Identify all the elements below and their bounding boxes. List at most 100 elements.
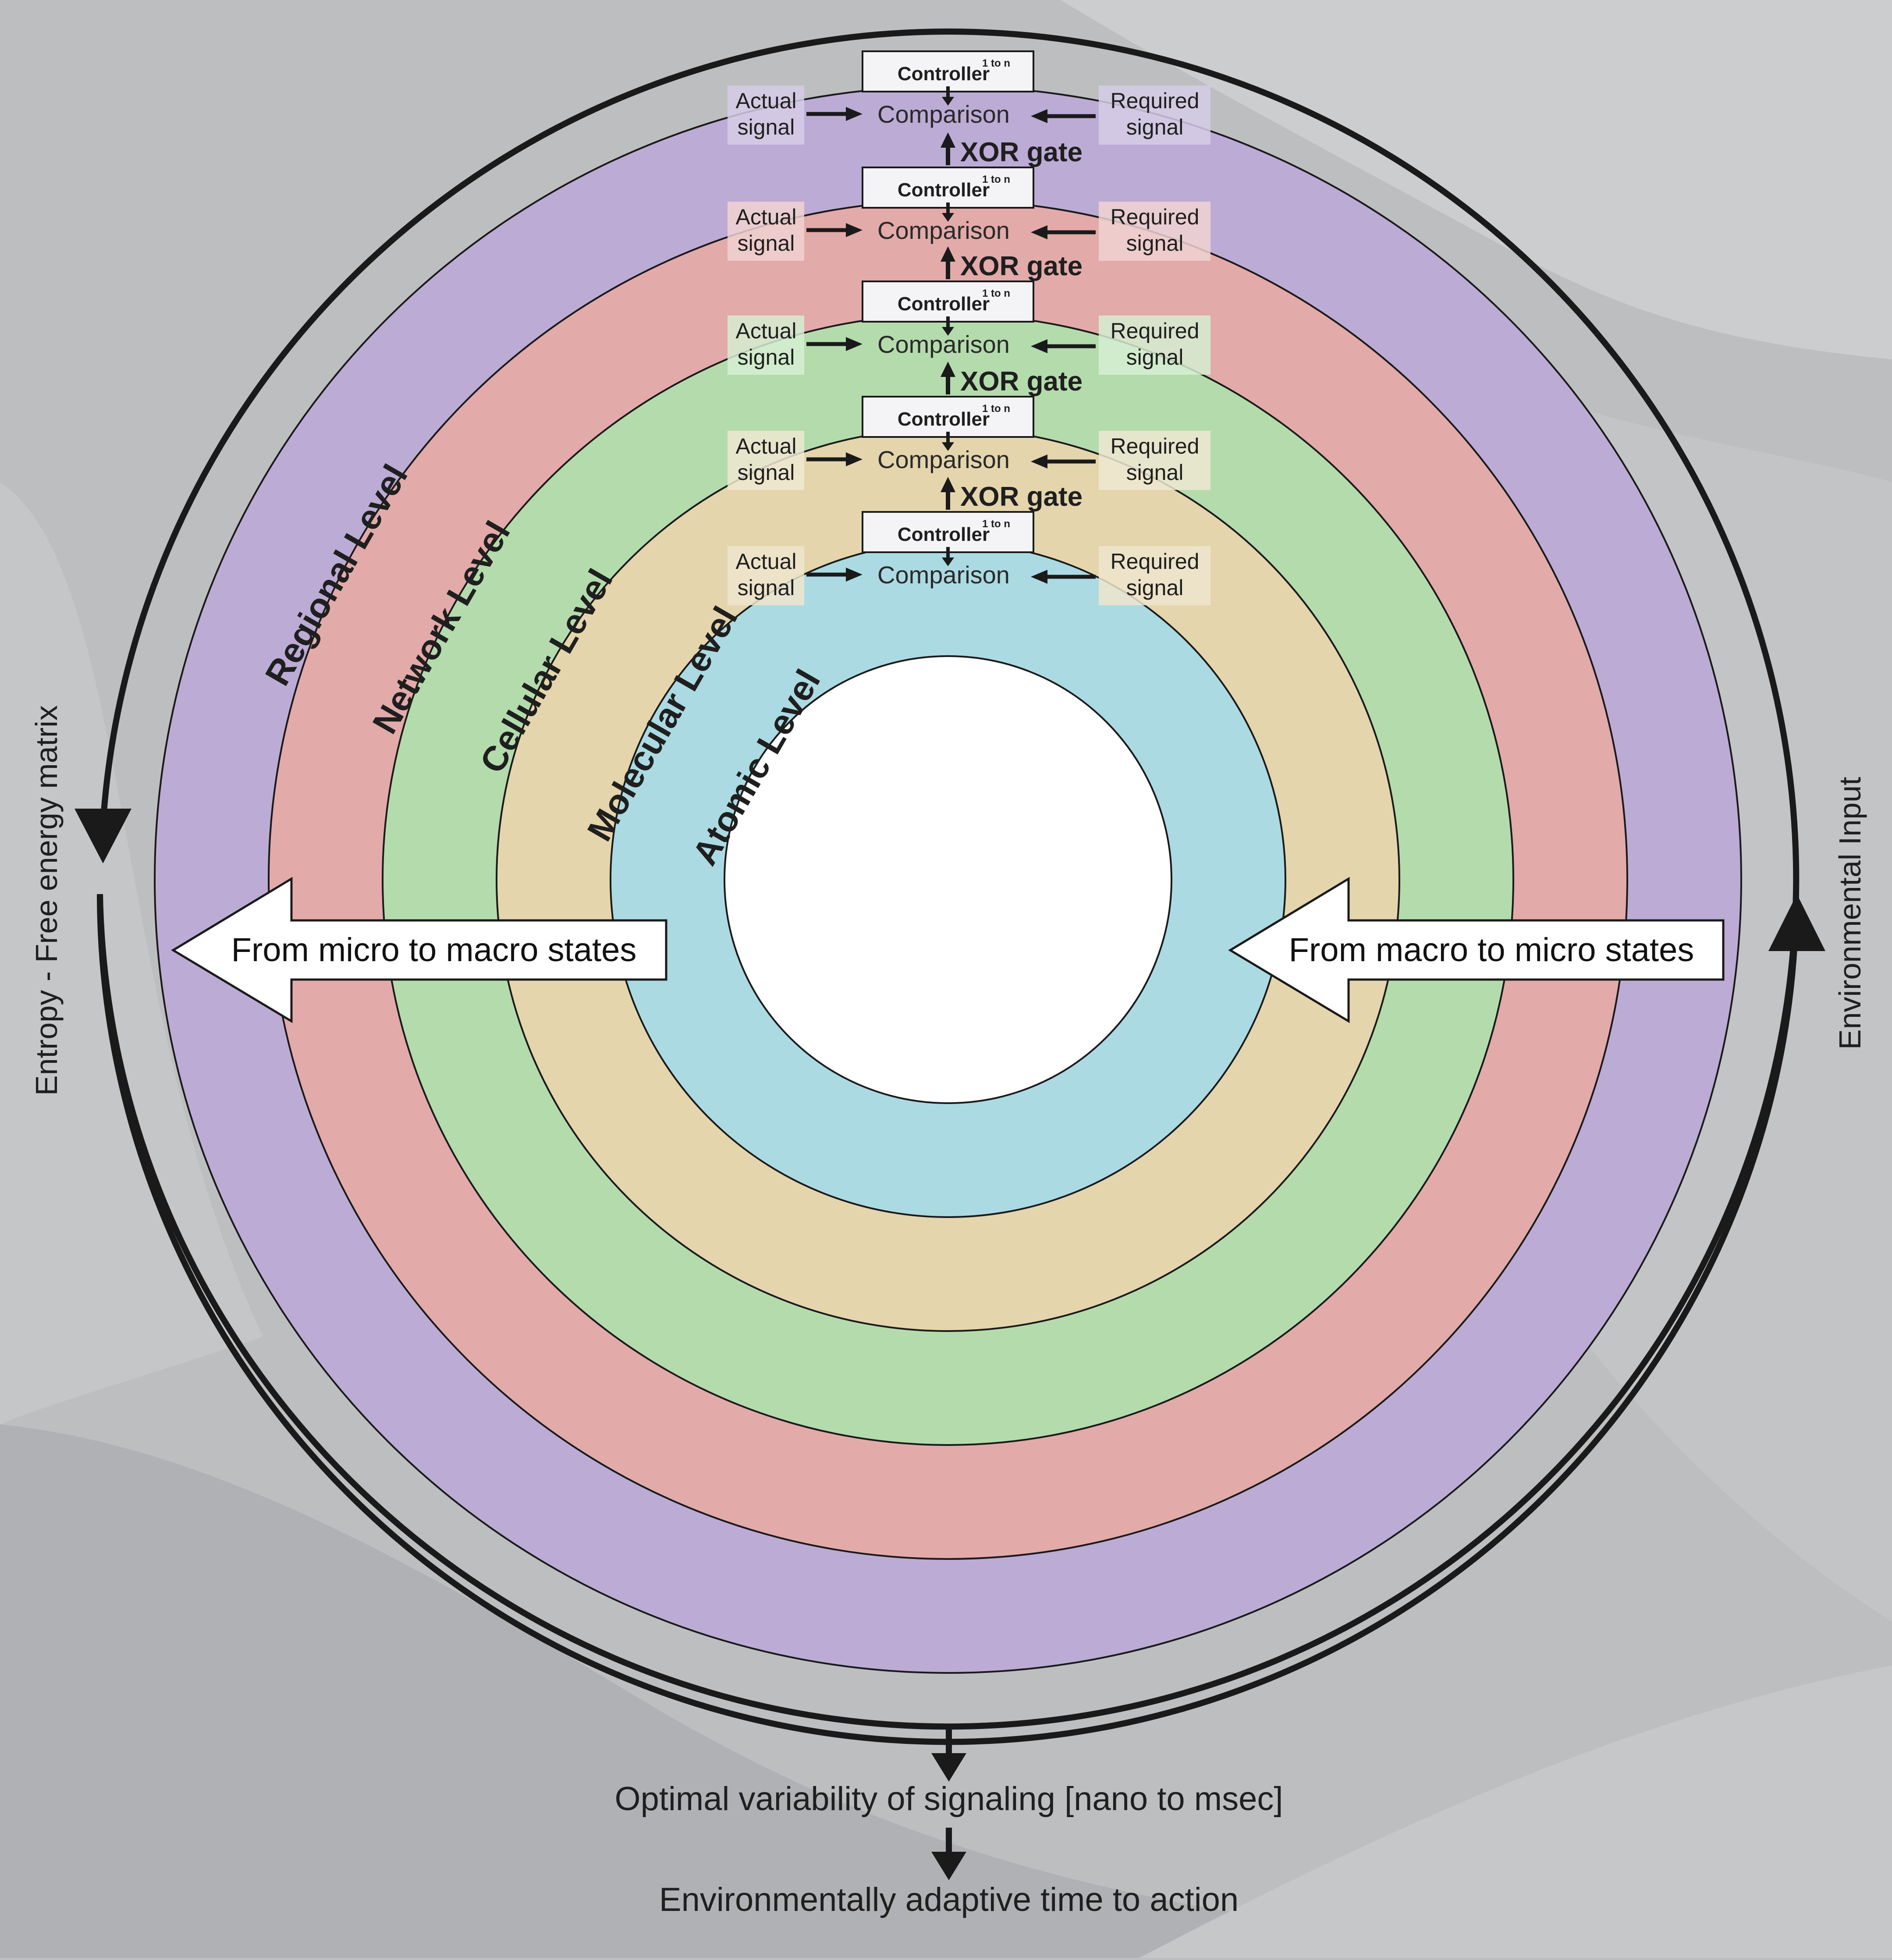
actual-signal-label: Actual — [736, 205, 797, 229]
required-signal-label: signal — [1126, 345, 1184, 369]
controller-down-arrowhead — [942, 213, 954, 222]
xor-gate-label: XOR gate — [960, 482, 1083, 512]
controller-down-arrowhead — [942, 327, 954, 336]
controller-box — [862, 281, 1034, 323]
outer-cycle-arc — [97, 863, 1800, 1730]
actual-signal-arrowhead — [846, 107, 863, 121]
required-signal-arrowhead — [1031, 339, 1047, 353]
controller-superscript: 1 to n — [982, 403, 1010, 415]
controller-label: Controller — [898, 408, 990, 430]
actual-signal-box — [728, 431, 804, 490]
required-signal-label: Required — [1111, 549, 1200, 574]
arrowhead-up-right — [1768, 894, 1825, 951]
required-signal-label: signal — [1126, 231, 1184, 256]
required-signal-arrowhead — [1031, 570, 1047, 584]
controller-superscript: 1 to n — [982, 174, 1010, 185]
controller-box — [862, 396, 1034, 438]
actual-signal-arrowhead — [846, 452, 863, 466]
arrow-left-shape — [171, 877, 667, 1023]
xor-gate-label: XOR gate — [960, 137, 1083, 167]
actual-signal-box — [728, 316, 804, 375]
controller-label: Controller — [898, 524, 990, 545]
arrowhead-down-left — [75, 809, 131, 863]
actual-signal-label: Actual — [736, 89, 797, 113]
arrow-right-label: From macro to micro states — [1289, 931, 1694, 969]
arrow-left-label: From micro to macro states — [231, 931, 637, 969]
outer-cycle — [75, 28, 1825, 1745]
controller-box — [862, 167, 1034, 209]
outer-cycle-arc-top-right — [948, 28, 1799, 864]
actual-signal-label: Actual — [736, 319, 797, 343]
bottom-label-2: Environmentally adaptive time to action — [659, 1881, 1239, 1918]
actual-signal-arrowhead — [846, 223, 863, 237]
controller-down-arrowhead — [942, 442, 954, 451]
required-signal-label: Required — [1111, 89, 1200, 113]
required-signal-label: signal — [1126, 115, 1184, 139]
bottom-arrowhead-1 — [931, 1753, 966, 1782]
xor-up-arrowhead — [941, 477, 955, 492]
controller-down-arrowhead — [942, 97, 954, 106]
controller-superscript: 1 to n — [982, 518, 1010, 530]
actual-signal-label: signal — [738, 460, 795, 485]
right-side-label: Environmental Input — [1833, 777, 1867, 1050]
arrow-right-shape — [1228, 877, 1725, 1023]
required-signal-box — [1099, 546, 1210, 605]
xor-up-arrowhead — [941, 362, 955, 377]
required-signal-label: Required — [1111, 319, 1200, 343]
controller-box — [862, 50, 1034, 92]
actual-signal-label: signal — [738, 345, 795, 369]
comparison-label: Comparison — [877, 217, 1010, 244]
required-signal-box — [1099, 316, 1210, 375]
bottom-label-1: Optimal variability of signaling [nano t… — [615, 1780, 1283, 1818]
controller-label: Controller — [898, 293, 990, 315]
arrow-micro-to-macro: From micro to macro states — [171, 877, 667, 1023]
actual-signal-arrowhead — [846, 568, 863, 582]
required-signal-label: signal — [1126, 575, 1184, 600]
controller-superscript: 1 to n — [982, 57, 1010, 69]
required-signal-label: Required — [1111, 434, 1200, 458]
xor-gate-label: XOR gate — [960, 366, 1083, 397]
required-signal-box — [1099, 431, 1210, 490]
xor-up-arrowhead — [941, 246, 955, 262]
controller-label: Controller — [898, 179, 990, 201]
required-signal-label: Required — [1111, 205, 1200, 229]
comparison-label: Comparison — [877, 330, 1010, 358]
actual-signal-label: signal — [738, 115, 795, 139]
comparison-label: Comparison — [877, 100, 1010, 128]
actual-signal-label: Actual — [736, 434, 797, 458]
actual-signal-box — [728, 202, 804, 261]
center-circle — [724, 655, 1172, 1104]
level-rings — [154, 85, 1742, 1674]
comparison-label: Comparison — [877, 561, 1010, 589]
controller-label: Controller — [898, 63, 990, 85]
required-signal-arrowhead — [1031, 109, 1047, 123]
controller-superscript: 1 to n — [982, 288, 1010, 299]
left-side-label: Entropy - Free energy matrix — [29, 705, 64, 1096]
bottom-outputs: Optimal variability of signaling [nano t… — [615, 1729, 1283, 1918]
required-signal-label: signal — [1126, 460, 1184, 485]
bottom-arrowhead-2 — [931, 1852, 966, 1880]
actual-signal-arrowhead — [846, 337, 863, 351]
required-signal-arrowhead — [1031, 225, 1047, 239]
comparison-label: Comparison — [877, 446, 1010, 473]
actual-signal-label: signal — [738, 231, 795, 256]
xor-gate-label: XOR gate — [960, 251, 1083, 281]
actual-signal-label: Actual — [736, 549, 797, 574]
required-signal-arrowhead — [1031, 454, 1047, 469]
arrow-macro-to-micro: From macro to micro states — [1228, 877, 1725, 1023]
required-signal-box — [1099, 202, 1210, 261]
controller-down-arrowhead — [942, 557, 954, 566]
outer-cycle-arc-top-left — [100, 28, 948, 824]
actual-signal-box — [728, 85, 804, 145]
required-signal-box — [1099, 85, 1210, 145]
actual-signal-label: signal — [738, 575, 795, 600]
xor-up-arrowhead — [941, 132, 955, 148]
